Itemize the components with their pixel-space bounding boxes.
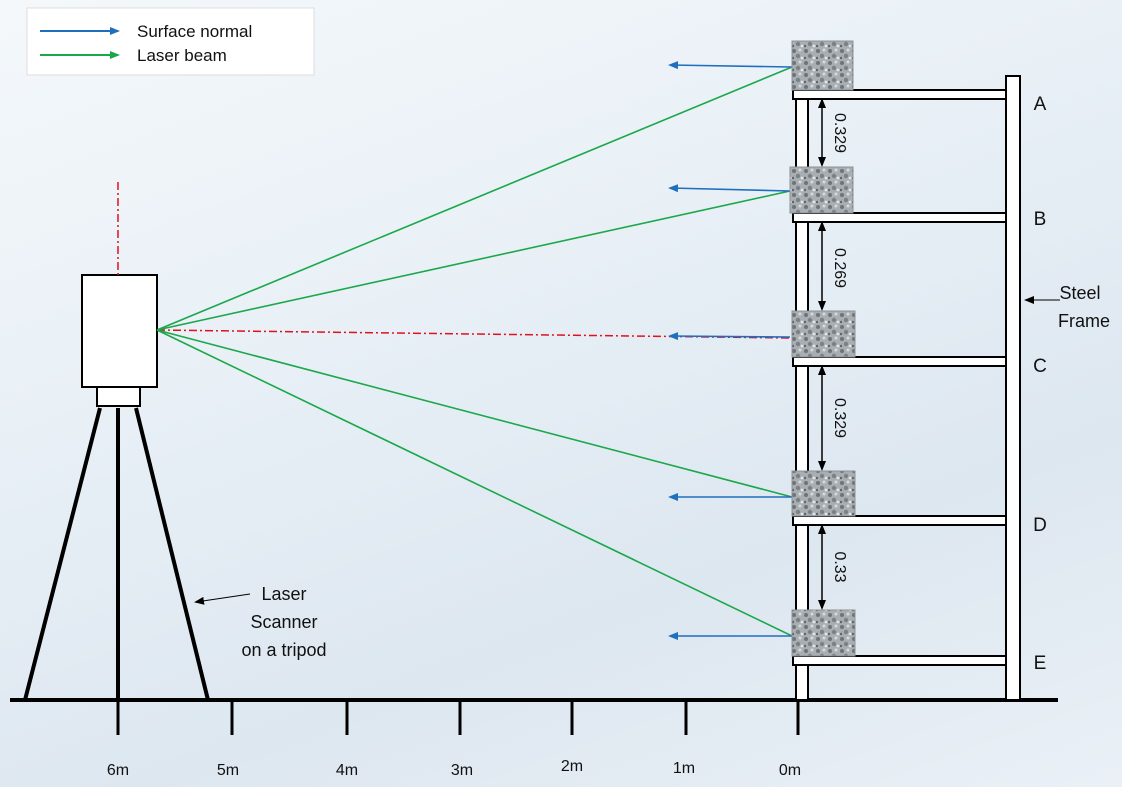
tick-label-1m: 1m: [673, 760, 695, 777]
level-label-e: E: [1034, 653, 1047, 674]
spacing-label-ab: 0.329: [831, 113, 848, 153]
frame-label-line-1: Steel: [1059, 283, 1100, 303]
tick-label-6m: 6m: [107, 762, 129, 779]
ground-axis: 6m 5m 4m 3m 2m 1m 0m: [10, 698, 1058, 779]
laser-beam-a: [156, 66, 793, 331]
level-label-c: C: [1033, 356, 1047, 377]
steel-frame: [792, 75, 1021, 701]
surface-normal-c: [668, 332, 791, 341]
specimens: [789, 40, 856, 657]
tripod-leg-left: [23, 407, 102, 701]
laser-beam-e: [156, 329, 793, 637]
frame-label-line-2: Frame: [1058, 311, 1110, 331]
scanner-label-line-1: Laser: [261, 584, 306, 604]
legend-laser-beam-label: Laser beam: [137, 46, 227, 65]
scanner-label-line-2: Scanner: [250, 612, 317, 632]
legend: Surface normal Laser beam: [26, 7, 315, 76]
laser-scanner-tripod: [23, 182, 210, 701]
level-label-a: A: [1034, 94, 1047, 115]
frame-shelf-b: [792, 212, 1007, 223]
surface-normal-b: [668, 184, 791, 193]
scanner-mount: [96, 386, 141, 407]
specimen-d: [791, 470, 856, 517]
frame-shelf-d: [792, 515, 1007, 526]
legend-surface-normal-label: Surface normal: [137, 22, 252, 41]
frame-shelf-e: [792, 655, 1007, 666]
tick-label-3m: 3m: [451, 762, 473, 779]
spacing-label-bc: 0.269: [831, 248, 848, 288]
surface-normals: [668, 61, 793, 640]
frame-shelf-c: [792, 356, 1007, 367]
level-label-d: D: [1033, 515, 1047, 536]
tick-label-5m: 5m: [217, 762, 239, 779]
tick-label-2m: 2m: [561, 758, 583, 775]
scanner-pointer-arrow: [194, 593, 251, 605]
level-label-b: B: [1034, 209, 1047, 230]
laser-beams: [156, 66, 793, 637]
frame-annotation: Steel Frame: [1024, 283, 1110, 331]
spacing-label-cd: 0.329: [831, 398, 848, 438]
surface-normal-a: [668, 61, 793, 70]
tripod-leg-right: [134, 407, 210, 701]
tick-label-4m: 4m: [336, 762, 358, 779]
spacing-dimensions: 0.329 0.269 0.329 0.33: [818, 98, 848, 610]
laser-beam-b: [156, 190, 791, 331]
scanner-label-line-3: on a tripod: [241, 640, 326, 660]
frame-column-right: [1005, 75, 1021, 701]
scanner-horizontal-axis: [156, 329, 791, 339]
level-labels: A B C D E: [1033, 94, 1047, 674]
specimen-a: [791, 40, 854, 91]
laser-scanner-body: [81, 274, 158, 388]
laser-beam-d: [156, 329, 793, 498]
tick-label-0m: 0m: [779, 762, 801, 779]
scanner-annotation: Laser Scanner on a tripod: [194, 584, 327, 660]
legend-box: [26, 7, 315, 76]
specimen-e: [791, 609, 856, 657]
spacing-label-de: 0.33: [831, 551, 848, 582]
specimen-b: [789, 166, 854, 214]
specimen-c: [791, 310, 856, 358]
frame-shelf-a: [792, 89, 1007, 100]
